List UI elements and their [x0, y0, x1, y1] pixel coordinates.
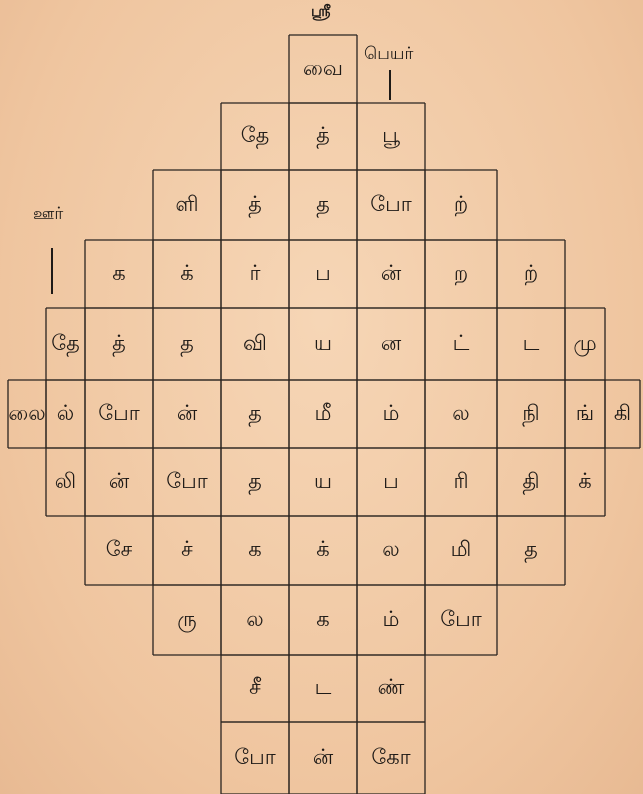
- puzzle-cell: கி: [605, 380, 640, 448]
- puzzle-cell: க்: [289, 516, 357, 585]
- puzzle-cell: மி: [425, 516, 497, 585]
- puzzle-cell: த: [497, 516, 565, 585]
- puzzle-cell: பூ: [357, 103, 425, 170]
- puzzle-cell: வி: [221, 308, 289, 380]
- puzzle-cell: லி: [46, 448, 85, 516]
- puzzle-cell: ரி: [425, 448, 497, 516]
- puzzle-cell: ரு: [153, 585, 221, 655]
- puzzle-cell: தே: [221, 103, 289, 170]
- puzzle-cell: மீ: [289, 380, 357, 448]
- puzzle-cell: ல்: [46, 380, 85, 448]
- puzzle-cell: நி: [497, 380, 565, 448]
- puzzle-cell: ல: [221, 585, 289, 655]
- puzzle-cell: ட்: [425, 308, 497, 380]
- puzzle-cell: க: [221, 516, 289, 585]
- puzzle-cell: ங்: [565, 380, 605, 448]
- puzzle-cell: போ: [85, 380, 153, 448]
- puzzle-cell: தி: [497, 448, 565, 516]
- puzzle-cell: ல: [425, 380, 497, 448]
- puzzle-cell: ன்: [153, 380, 221, 448]
- puzzle-cell: க்: [565, 448, 605, 516]
- puzzle-cell: ய: [289, 308, 357, 380]
- puzzle-cell: ன்: [289, 722, 357, 794]
- puzzle-cell: க: [85, 240, 153, 308]
- name-label: பெயர்: [364, 44, 413, 66]
- puzzle-cell: த்: [289, 103, 357, 170]
- puzzle-cell: ப: [289, 240, 357, 308]
- puzzle-cell: ண்: [357, 655, 425, 722]
- puzzle-cell: ற்: [497, 240, 565, 308]
- puzzle-cell: ன்: [85, 448, 153, 516]
- puzzle-cell: த்: [221, 170, 289, 240]
- puzzle-cell: ப: [357, 448, 425, 516]
- puzzle-cell: ல: [357, 516, 425, 585]
- puzzle-cell: ன: [357, 308, 425, 380]
- puzzle-cell: ச்: [153, 516, 221, 585]
- puzzle-cell: த: [153, 308, 221, 380]
- puzzle-cell: ம்: [357, 380, 425, 448]
- place-pointer-line: [51, 248, 53, 294]
- puzzle-cell: போ: [357, 170, 425, 240]
- puzzle-cell: த: [221, 448, 289, 516]
- name-pointer-line: [389, 70, 391, 100]
- puzzle-cell: ற: [425, 240, 497, 308]
- puzzle-cell: போ: [153, 448, 221, 516]
- puzzle-cell: கோ: [357, 722, 425, 794]
- puzzle-cell: சீ: [221, 655, 289, 722]
- puzzle-cell: லை: [8, 380, 46, 448]
- puzzle-cell: ட: [497, 308, 565, 380]
- puzzle-cell: க: [289, 585, 357, 655]
- puzzle-cell: ம்: [357, 585, 425, 655]
- puzzle-cell: த: [221, 380, 289, 448]
- puzzle-cell: ன்: [357, 240, 425, 308]
- puzzle-cell: ய: [289, 448, 357, 516]
- puzzle-cell: ர்: [221, 240, 289, 308]
- puzzle-cell: போ: [425, 585, 497, 655]
- puzzle-cell: த: [289, 170, 357, 240]
- ornament: ஸ்ரீ: [311, 2, 331, 22]
- puzzle-cell: மு: [565, 308, 605, 380]
- place-label: ஊர்: [33, 204, 63, 226]
- puzzle-cell: சே: [85, 516, 153, 585]
- puzzle-cell: தே: [46, 308, 85, 380]
- puzzle-cell: வை: [289, 35, 357, 103]
- puzzle-cell: ளி: [153, 170, 221, 240]
- puzzle-cell: ற்: [425, 170, 497, 240]
- puzzle-cell: போ: [221, 722, 289, 794]
- puzzle-cell: ட: [289, 655, 357, 722]
- puzzle-cell: க்: [153, 240, 221, 308]
- puzzle-cell: த்: [85, 308, 153, 380]
